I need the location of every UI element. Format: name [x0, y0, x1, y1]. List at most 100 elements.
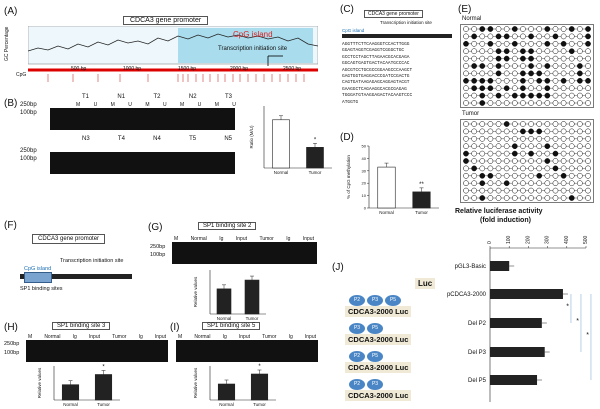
seq-line: GAGTGGTGAGGACCCGATCCGACTG: [342, 74, 410, 80]
lane-n5: N5: [224, 136, 232, 142]
unmethylated-cpg: [552, 40, 559, 47]
methylated-cpg: [577, 63, 583, 69]
unmethylated-cpg: [511, 165, 518, 172]
unmethylated-cpg: [585, 48, 591, 55]
category-label: Tumor: [309, 170, 322, 175]
category-label: Tumor: [415, 210, 428, 215]
y-axis-label: % of CpG methylation: [346, 155, 351, 199]
unmethylated-cpg: [544, 135, 551, 142]
unmethylated-cpg: [528, 187, 534, 194]
methylated-cpg: [479, 180, 486, 187]
unmethylated-cpg: [503, 172, 510, 179]
unmethylated-cpg: [463, 143, 469, 150]
bar-del-p3: [490, 347, 545, 357]
unmethylated-cpg: [568, 92, 575, 99]
tick-500: 500 bp: [71, 66, 87, 72]
unmethylated-cpg: [568, 135, 575, 142]
y-tick-label: 50: [362, 144, 367, 149]
mu-m: M: [110, 102, 115, 108]
unmethylated-cpg: [479, 135, 486, 142]
unmethylated-cpg: [495, 135, 502, 142]
significance-star: **: [419, 182, 424, 188]
unmethylated-cpg: [552, 26, 559, 32]
panel-d-label: (D): [340, 132, 354, 143]
unmethylated-cpg: [577, 85, 583, 92]
unmethylated-cpg: [479, 48, 486, 55]
unmethylated-cpg: [536, 121, 543, 127]
unmethylated-cpg: [552, 85, 559, 92]
panel-g-size-250: 250bp: [150, 244, 166, 250]
unmethylated-cpg: [552, 48, 559, 55]
panel-g-title: SP1 binding site 2: [198, 222, 257, 230]
unmethylated-cpg: [585, 55, 591, 62]
gel-b-top: [50, 108, 235, 130]
lane-input: Input: [235, 236, 247, 242]
unmethylated-cpg: [471, 121, 477, 127]
unmethylated-cpg: [511, 121, 518, 127]
lane-input: Input: [154, 334, 166, 340]
unmethylated-cpg: [471, 100, 477, 106]
seq-line: GAAGGCTCAGAAGGCACGCGAGAG: [342, 86, 407, 92]
panel-e-tumor-label: Tumor: [462, 111, 480, 117]
unmethylated-cpg: [487, 195, 494, 201]
cpg-axis-label: CpG: [16, 72, 27, 78]
unmethylated-cpg: [560, 92, 567, 99]
unmethylated-cpg: [487, 63, 494, 69]
panel-j-subtitle: (fold induction): [480, 217, 531, 224]
unmethylated-cpg: [511, 85, 518, 92]
methylated-cpg: [463, 77, 469, 84]
unmethylated-cpg: [528, 158, 534, 164]
sp1-site-p2: P2: [349, 295, 365, 306]
panel-a-label: (A): [4, 6, 18, 17]
unmethylated-cpg: [585, 143, 591, 150]
y-tick-label: 0: [364, 206, 367, 211]
unmethylated-cpg: [528, 26, 534, 32]
unmethylated-cpg: [560, 63, 567, 69]
unmethylated-cpg: [568, 128, 575, 135]
unmethylated-cpg: [560, 158, 567, 164]
unmethylated-cpg: [577, 158, 583, 164]
panel-i-title: SP1 binding site 5: [202, 322, 261, 330]
unmethylated-cpg: [495, 187, 502, 194]
lane-input: Input: [304, 334, 316, 340]
unmethylated-cpg: [487, 128, 494, 135]
unmethylated-cpg: [560, 121, 567, 127]
unmethylated-cpg: [511, 63, 518, 69]
methylated-cpg: [495, 63, 502, 69]
panel-i-label: (I): [170, 322, 180, 333]
unmethylated-cpg: [577, 135, 583, 142]
unmethylated-cpg: [511, 180, 518, 187]
panel-h-label: (H): [4, 322, 18, 333]
panel-h-size-100: 100bp: [4, 350, 20, 356]
unmethylated-cpg: [503, 63, 510, 69]
lane-m: M: [174, 236, 179, 242]
unmethylated-cpg: [577, 143, 583, 150]
unmethylated-cpg: [520, 33, 526, 40]
methylated-cpg: [568, 48, 575, 55]
methylated-cpg: [479, 92, 486, 99]
construct-label: CDCA3-2000 Luc: [345, 362, 412, 373]
panel-c: CDCA3 gene promoter Transcription initia…: [340, 10, 455, 130]
mu-m: M: [76, 102, 81, 108]
significance-star: *: [586, 332, 589, 339]
panel-f: CDCA3 gene promoter Transcription initia…: [14, 228, 134, 298]
unmethylated-cpg: [568, 63, 575, 69]
unmethylated-cpg: [560, 195, 567, 201]
methylated-cpg: [503, 180, 510, 187]
panel-c-title: CDCA3 gene promoter: [364, 10, 423, 18]
unmethylated-cpg: [528, 180, 534, 187]
unmethylated-cpg: [520, 100, 526, 106]
lane-ig: Ig: [219, 236, 224, 242]
unmethylated-cpg: [577, 55, 583, 62]
methylated-cpg: [544, 40, 551, 47]
panel-g-label: (G): [148, 222, 163, 233]
unmethylated-cpg: [552, 121, 559, 127]
unmethylated-cpg: [520, 165, 526, 172]
unmethylated-cpg: [528, 195, 534, 201]
unmethylated-cpg: [585, 195, 591, 201]
methylated-cpg: [536, 70, 543, 77]
methylated-cpg: [471, 63, 477, 69]
